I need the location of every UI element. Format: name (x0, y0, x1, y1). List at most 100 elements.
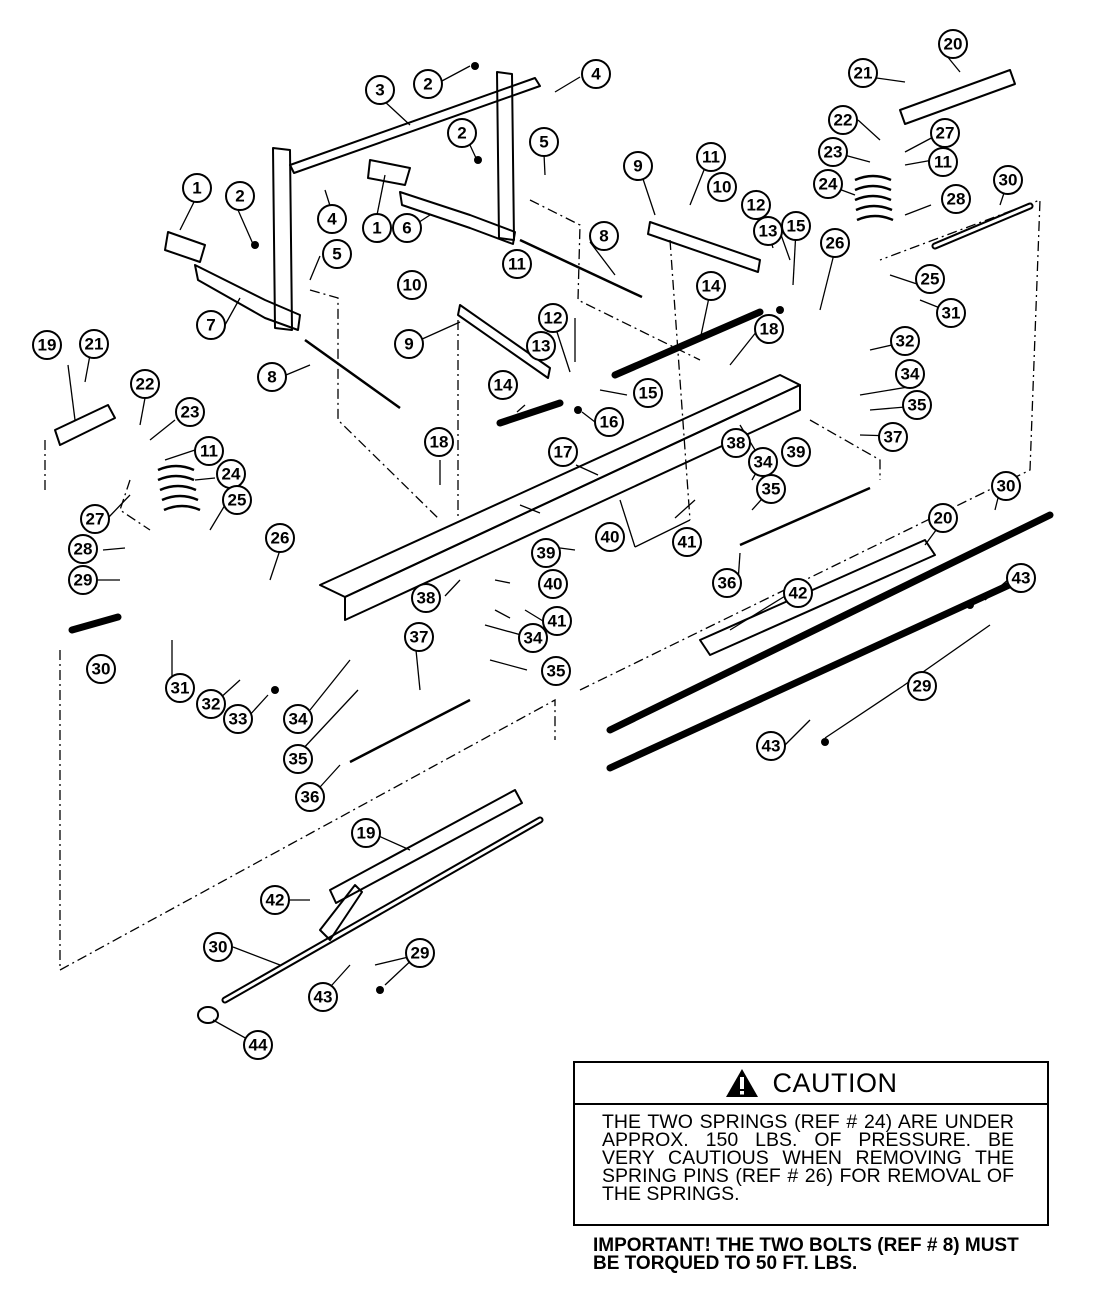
callout-41: 41 (672, 527, 702, 557)
svg-text:2: 2 (457, 124, 466, 143)
callout-22: 22 (130, 369, 160, 399)
svg-text:22: 22 (136, 375, 155, 394)
bracket-9-right (647, 221, 761, 273)
caution-title: CAUTION (772, 1067, 898, 1098)
svg-text:30: 30 (92, 660, 111, 679)
callout-15: 15 (781, 211, 811, 241)
svg-text:24: 24 (819, 175, 838, 194)
svg-text:35: 35 (762, 480, 781, 499)
callout-10: 10 (397, 270, 427, 300)
callout-37: 37 (404, 622, 434, 652)
callout-25: 25 (222, 485, 252, 515)
svg-text:35: 35 (547, 662, 566, 681)
callout-32: 32 (196, 689, 226, 719)
callouts: 1 1 2 2 2 3 4 4 5 5 6 7 8 8 9 9 10 10 11… (32, 29, 1036, 1060)
callout-1: 1 (362, 213, 392, 243)
svg-text:17: 17 (554, 443, 573, 462)
main-frame-17-face (344, 384, 801, 621)
plate-1-left (164, 231, 206, 263)
svg-text:20: 20 (934, 509, 953, 528)
callout-36: 36 (295, 782, 325, 812)
svg-text:9: 9 (404, 335, 413, 354)
svg-text:19: 19 (357, 824, 376, 843)
svg-text:14: 14 (702, 277, 721, 296)
tube-19-lower (329, 789, 523, 904)
svg-text:30: 30 (999, 171, 1018, 190)
callout-24: 24 (813, 169, 843, 199)
callout-21: 21 (79, 329, 109, 359)
svg-text:10: 10 (403, 276, 422, 295)
callout-18: 18 (424, 427, 454, 457)
callout-20: 20 (928, 503, 958, 533)
callout-39: 39 (531, 538, 561, 568)
callout-34: 34 (895, 359, 925, 389)
svg-text:40: 40 (601, 528, 620, 547)
bracket-9-left (457, 304, 551, 379)
callout-21: 21 (848, 58, 878, 88)
callout-13: 13 (526, 331, 556, 361)
svg-text:21: 21 (85, 335, 104, 354)
svg-text:44: 44 (249, 1036, 268, 1055)
svg-text:4: 4 (591, 65, 601, 84)
svg-text:25: 25 (921, 270, 940, 289)
svg-text:9: 9 (633, 157, 642, 176)
callout-6: 6 (392, 213, 422, 243)
svg-text:42: 42 (789, 584, 808, 603)
svg-text:5: 5 (332, 245, 341, 264)
svg-text:13: 13 (759, 222, 778, 241)
arm-42-left (319, 884, 363, 941)
callout-34: 34 (748, 447, 778, 477)
svg-text:41: 41 (678, 533, 697, 552)
rod-30-right-long (606, 511, 1054, 734)
crossbar-36-right (739, 486, 871, 547)
callout-22: 22 (828, 105, 858, 135)
svg-text:24: 24 (222, 465, 241, 484)
callout-23: 23 (818, 137, 848, 167)
callout-5: 5 (529, 127, 559, 157)
svg-text:23: 23 (824, 143, 843, 162)
svg-text:37: 37 (884, 428, 903, 447)
caution-text: THE TWO SPRINGS (REF # 24) ARE UNDER APP… (602, 1111, 1014, 1205)
callout-5: 5 (322, 239, 352, 269)
svg-text:42: 42 (266, 891, 285, 910)
svg-text:39: 39 (787, 443, 806, 462)
callout-27: 27 (80, 504, 110, 534)
callout-43: 43 (756, 731, 786, 761)
svg-text:1: 1 (372, 219, 381, 238)
frame-bracket-7 (194, 264, 301, 331)
important-note: IMPORTANT! THE TWO BOLTS (REF # 8) MUST … (593, 1235, 1019, 1274)
callout-9: 9 (394, 329, 424, 359)
callout-8: 8 (257, 362, 287, 392)
svg-text:18: 18 (760, 320, 779, 339)
callout-23: 23 (175, 397, 205, 427)
callout-11: 11 (194, 436, 224, 466)
svg-text:22: 22 (834, 111, 853, 130)
callout-37: 37 (878, 422, 908, 452)
svg-text:7: 7 (206, 316, 215, 335)
svg-text:34: 34 (524, 629, 543, 648)
callout-2: 2 (413, 69, 443, 99)
svg-text:40: 40 (544, 575, 563, 594)
svg-text:23: 23 (181, 403, 200, 422)
svg-text:36: 36 (718, 574, 737, 593)
part-drawings (54, 62, 1054, 1024)
callout-10: 10 (707, 172, 737, 202)
callout-29: 29 (68, 565, 98, 595)
callout-19: 19 (351, 818, 381, 848)
callout-34: 34 (518, 623, 548, 653)
svg-text:36: 36 (301, 788, 320, 807)
callout-30: 30 (86, 654, 116, 684)
svg-text:28: 28 (74, 540, 93, 559)
rod-30-right-lower (606, 576, 1024, 772)
callout-11: 11 (928, 147, 958, 177)
svg-text:38: 38 (417, 589, 436, 608)
callout-34: 34 (283, 704, 313, 734)
callout-35: 35 (902, 390, 932, 420)
callout-35: 35 (756, 474, 786, 504)
callout-40: 40 (538, 569, 568, 599)
callout-42: 42 (260, 885, 290, 915)
frame-post-left (272, 147, 293, 331)
callout-30: 30 (991, 471, 1021, 501)
callout-1: 1 (182, 173, 212, 203)
svg-text:29: 29 (411, 944, 430, 963)
